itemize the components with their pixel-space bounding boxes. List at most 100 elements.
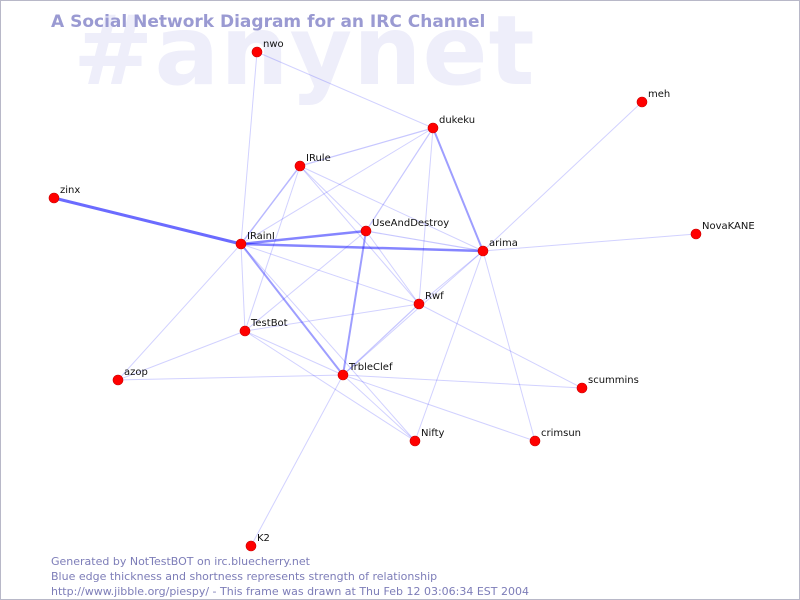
- node-label-crimsun: crimsun: [541, 428, 581, 439]
- node-label-IRule: IRule: [306, 153, 331, 164]
- node-K2[interactable]: K2: [245, 533, 270, 552]
- node-label-UseAndDestroy: UseAndDestroy: [372, 218, 449, 229]
- edge-dukeku-Rwf: [418, 127, 434, 305]
- node-crimsun[interactable]: crimsun: [529, 428, 581, 447]
- edge-IRule-arima: [299, 165, 484, 252]
- edge-TestBot-azop: [117, 330, 246, 381]
- edge-Rwf-TestBot: [244, 303, 420, 332]
- edge-TrbleClef-Nifty: [342, 374, 416, 442]
- edge-TrbleClef-K2: [250, 374, 344, 547]
- node-IRule[interactable]: IRule: [294, 153, 331, 172]
- node-dot-IRainI[interactable]: [235, 238, 247, 250]
- node-dot-meh[interactable]: [636, 96, 648, 108]
- node-IRainI[interactable]: IRainI: [235, 231, 275, 250]
- footer-generated-by: Generated by NotTestBOT on irc.bluecherr…: [51, 555, 310, 568]
- edge-IRainI-Rwf: [240, 243, 420, 305]
- node-label-dukeku: dukeku: [439, 115, 475, 126]
- edge-dukeku-arima: [432, 127, 484, 252]
- channel-watermark: #anynet: [73, 0, 536, 107]
- node-Nifty[interactable]: Nifty: [409, 428, 445, 447]
- edge-arima-crimsun: [482, 250, 536, 442]
- node-zinx[interactable]: zinx: [48, 185, 80, 204]
- edge-zinx-IRainI: [53, 196, 242, 246]
- edge-UseAndDestroy-TestBot: [244, 230, 367, 332]
- edge-dukeku-IRule: [299, 127, 434, 167]
- node-label-K2: K2: [257, 533, 270, 544]
- edge-UseAndDestroy-Rwf: [365, 230, 420, 305]
- edge-TrbleClef-scummins: [342, 374, 583, 389]
- edge-IRainI-dukeku: [240, 127, 434, 245]
- node-label-scummins: scummins: [588, 375, 639, 386]
- edge-arima-NovaKANE: [482, 233, 697, 252]
- edge-IRainI-nwo: [240, 51, 258, 245]
- node-UseAndDestroy[interactable]: UseAndDestroy: [360, 218, 449, 237]
- edge-IRainI-UseAndDestroy: [240, 229, 367, 246]
- node-dot-TestBot[interactable]: [239, 325, 251, 337]
- node-label-arima: arima: [489, 238, 518, 249]
- edge-IRainI-arima: [240, 242, 484, 253]
- node-dot-NovaKANE[interactable]: [690, 228, 702, 240]
- edge-dukeku-nwo: [256, 51, 434, 129]
- edge-IRainI-Nifty: [240, 243, 416, 442]
- node-nwo[interactable]: nwo: [251, 39, 284, 58]
- edge-IRainI-TestBot: [240, 243, 246, 332]
- node-label-nwo: nwo: [263, 39, 284, 50]
- node-label-azop: azop: [124, 367, 148, 378]
- edge-TrbleClef-crimsun: [342, 374, 536, 442]
- node-label-TestBot: TestBot: [250, 318, 288, 329]
- node-dot-zinx[interactable]: [48, 192, 60, 204]
- edge-IRainI-IRule: [240, 165, 301, 245]
- footer-link[interactable]: http://www.jibble.org/piespy/ - This fra…: [51, 585, 530, 598]
- node-dukeku[interactable]: dukeku: [427, 115, 475, 134]
- node-NovaKANE[interactable]: NovaKANE: [690, 221, 755, 240]
- edge-TestBot-Nifty: [244, 330, 416, 442]
- node-label-Rwf: Rwf: [425, 291, 444, 302]
- node-dot-nwo[interactable]: [251, 46, 263, 58]
- node-dot-scummins[interactable]: [576, 382, 588, 394]
- edge-TestBot-TrbleClef: [244, 330, 344, 376]
- node-dot-dukeku[interactable]: [427, 122, 439, 134]
- edge-IRule-UseAndDestroy: [299, 165, 367, 232]
- edge-IRule-Rwf: [299, 165, 420, 305]
- node-label-IRainI: IRainI: [247, 231, 275, 242]
- edge-layer: [53, 51, 697, 547]
- node-dot-Nifty[interactable]: [409, 435, 421, 447]
- node-label-meh: meh: [648, 89, 670, 100]
- node-dot-crimsun[interactable]: [529, 435, 541, 447]
- node-dot-IRule[interactable]: [294, 160, 306, 172]
- node-label-TrbleClef: TrbleClef: [348, 362, 393, 373]
- edge-UseAndDestroy-TrbleClef: [342, 230, 367, 376]
- node-dot-Rwf[interactable]: [413, 298, 425, 310]
- edge-IRainI-azop: [117, 243, 242, 381]
- edge-Rwf-scummins: [418, 303, 583, 389]
- node-dot-arima[interactable]: [477, 245, 489, 257]
- node-dot-K2[interactable]: [245, 540, 257, 552]
- node-azop[interactable]: azop: [112, 367, 148, 386]
- node-scummins[interactable]: scummins: [576, 375, 639, 394]
- node-dot-UseAndDestroy[interactable]: [360, 225, 372, 237]
- node-label-NovaKANE: NovaKANE: [702, 221, 755, 232]
- edge-UseAndDestroy-arima: [365, 230, 484, 252]
- node-dot-TrbleClef[interactable]: [337, 369, 349, 381]
- node-TestBot[interactable]: TestBot: [239, 318, 288, 337]
- node-meh[interactable]: meh: [636, 89, 670, 108]
- edge-arima-Rwf: [418, 250, 484, 305]
- node-Rwf[interactable]: Rwf: [413, 291, 444, 310]
- page-title: A Social Network Diagram for an IRC Chan…: [51, 12, 486, 32]
- node-TrbleClef[interactable]: TrbleClef: [337, 362, 393, 381]
- footer-legend-note: Blue edge thickness and shortness repres…: [51, 570, 438, 583]
- edge-arima-Nifty: [414, 250, 484, 442]
- node-label-zinx: zinx: [60, 185, 80, 196]
- edge-arima-meh: [482, 101, 643, 252]
- footer: Generated by NotTestBOT on irc.bluecherr…: [51, 554, 529, 599]
- edge-IRule-TestBot: [244, 165, 301, 332]
- node-arima[interactable]: arima: [477, 238, 518, 257]
- edge-IRainI-TrbleClef: [240, 243, 344, 376]
- edge-dukeku-UseAndDestroy: [365, 127, 434, 232]
- node-dot-azop[interactable]: [112, 374, 124, 386]
- node-label-Nifty: Nifty: [421, 428, 445, 439]
- edge-TrbleClef-azop: [117, 374, 344, 381]
